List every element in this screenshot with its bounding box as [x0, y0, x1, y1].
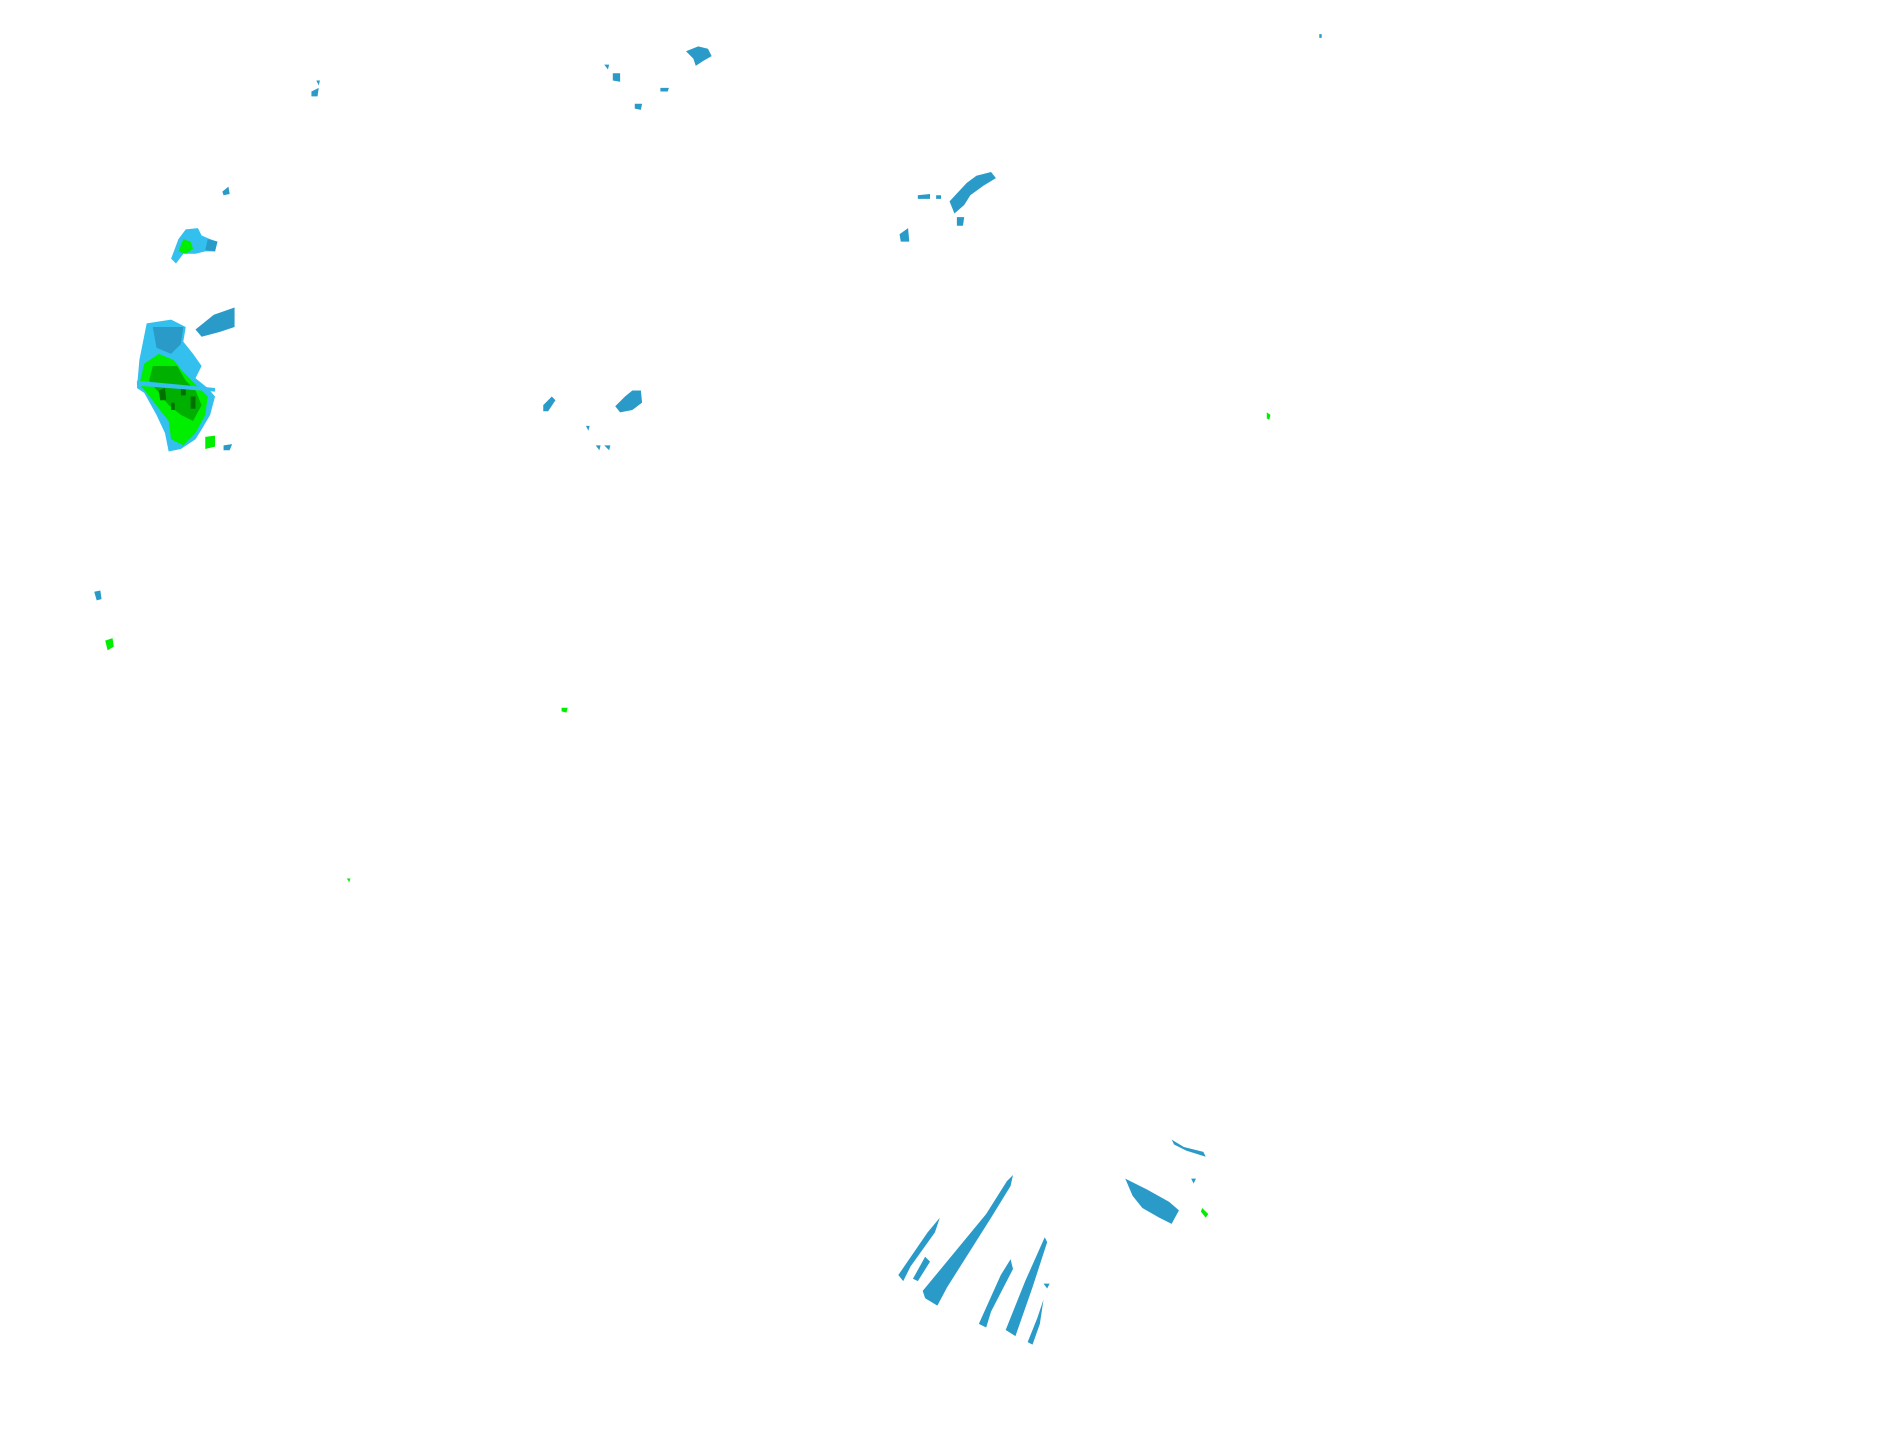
precipitation-echo	[615, 390, 643, 413]
precipitation-echo	[898, 1217, 940, 1282]
precipitation-echo	[686, 46, 712, 66]
precipitation-echo	[604, 34, 1322, 110]
precipitation-echo	[311, 80, 320, 97]
storm-cell-west	[136, 307, 235, 452]
precipitation-echo	[158, 385, 196, 410]
precipitation-echo	[899, 172, 996, 242]
precipitation-echo	[149, 366, 202, 421]
precipitation-echo	[136, 380, 216, 392]
precipitation-echo	[1005, 1237, 1050, 1345]
precipitation-echo	[222, 186, 230, 196]
precipitation-echo	[223, 444, 233, 451]
storm-cells-central	[94, 390, 1271, 883]
precipitation-echo	[543, 396, 611, 451]
precipitation-echo	[1125, 1178, 1179, 1224]
storm-cells-north	[604, 34, 1322, 242]
precipitation-echo	[178, 239, 194, 254]
precipitation-echo	[978, 1259, 1014, 1328]
precipitation-echo	[152, 327, 184, 354]
storm-cell-northwest	[171, 80, 320, 264]
precipitation-echo	[94, 590, 102, 601]
precipitation-echo	[1171, 1139, 1206, 1184]
precipitation-echo	[195, 307, 235, 337]
precipitation-echo	[1200, 1207, 1209, 1218]
precipitation-echo	[171, 228, 218, 264]
clutter-streaks-south	[898, 1139, 1209, 1345]
precipitation-echo	[205, 239, 218, 252]
precipitation-echo	[922, 1175, 1014, 1306]
precipitation-echo	[105, 412, 1271, 883]
precipitation-echo	[205, 435, 216, 450]
